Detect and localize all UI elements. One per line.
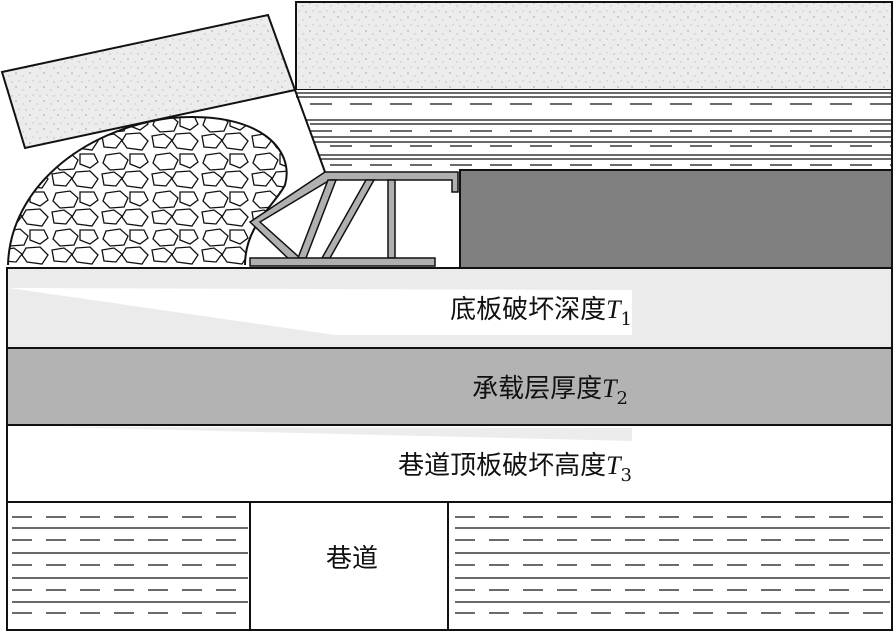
- coal-seam: [459, 169, 893, 269]
- mudstone-layer: [296, 90, 893, 170]
- bearing-layer: [6, 347, 893, 426]
- roadway-label: 巷道: [326, 544, 378, 574]
- roadway: [249, 501, 449, 631]
- upper-sandstone-layer: [295, 1, 893, 91]
- lower-strata: [6, 501, 893, 631]
- floor-damage-depth-label: 底板破坏深度T1: [450, 295, 632, 330]
- roadway-roof-damage-height-label: 巷道顶板破坏高度T3: [398, 451, 632, 486]
- hydraulic-support: [248, 171, 459, 267]
- bearing-layer-thickness-label: 承载层厚度T2: [472, 374, 628, 409]
